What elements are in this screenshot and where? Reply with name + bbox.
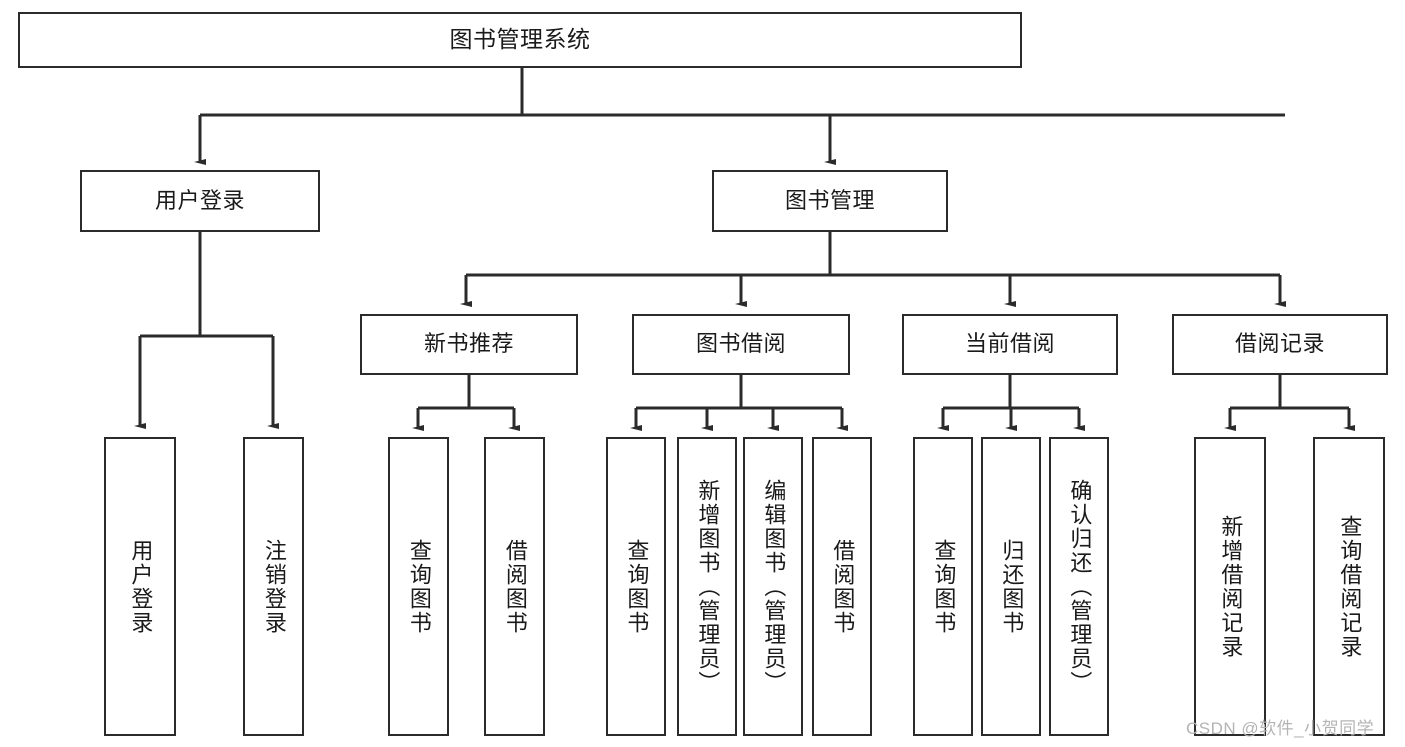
- node-label: 当前借阅: [964, 331, 1055, 357]
- leaf-current-confirm-return[interactable]: 确认归还（管理员）: [1049, 437, 1109, 736]
- leaf-new-book-query[interactable]: 查询图书: [388, 437, 449, 736]
- leaf-current-return-book[interactable]: 归还图书: [981, 437, 1041, 736]
- node-label: 借阅记录: [1234, 331, 1325, 357]
- node-label: 确认归还（管理员）: [1067, 478, 1093, 695]
- leaf-user-login-login[interactable]: 用户登录: [104, 437, 176, 736]
- node-user-login[interactable]: 用户登录: [80, 170, 320, 232]
- node-label: 图书管理系统: [449, 26, 591, 53]
- node-label: 查询图书: [931, 538, 957, 635]
- csdn-watermark: CSDN @软件_小贺同学: [1186, 719, 1375, 738]
- node-label: 用户登录: [128, 538, 154, 635]
- leaf-borrow-query-book[interactable]: 查询图书: [606, 437, 666, 736]
- node-label: 新增图书（管理员）: [695, 478, 721, 695]
- node-book-borrow[interactable]: 图书借阅: [632, 314, 850, 375]
- node-label: 用户登录: [154, 187, 245, 213]
- node-label: 借阅图书: [830, 538, 856, 635]
- node-label: 查询图书: [624, 538, 650, 635]
- node-label: 新增借阅记录: [1218, 514, 1244, 659]
- node-label: 注销登录: [261, 538, 287, 635]
- node-borrow-record[interactable]: 借阅记录: [1172, 314, 1388, 375]
- node-label: 查询借阅记录: [1337, 514, 1363, 659]
- node-book-management[interactable]: 图书管理: [712, 170, 948, 232]
- node-label: 归还图书: [999, 538, 1025, 635]
- node-label: 图书管理: [784, 187, 875, 213]
- leaf-record-query[interactable]: 查询借阅记录: [1313, 437, 1385, 736]
- node-label: 借阅图书: [502, 538, 528, 635]
- node-current-borrow[interactable]: 当前借阅: [902, 314, 1118, 375]
- node-new-book-recommend[interactable]: 新书推荐: [360, 314, 578, 375]
- leaf-record-add[interactable]: 新增借阅记录: [1194, 437, 1266, 736]
- leaf-user-login-logout[interactable]: 注销登录: [243, 437, 304, 736]
- node-label: 新书推荐: [423, 331, 514, 357]
- leaf-current-query-book[interactable]: 查询图书: [913, 437, 973, 736]
- node-label: 图书借阅: [695, 331, 786, 357]
- node-root-system[interactable]: 图书管理系统: [18, 12, 1022, 68]
- node-label: 查询图书: [406, 538, 432, 635]
- node-label: 编辑图书（管理员）: [761, 478, 787, 695]
- leaf-borrow-borrow-book[interactable]: 借阅图书: [812, 437, 872, 736]
- leaf-borrow-edit-book[interactable]: 编辑图书（管理员）: [743, 437, 803, 736]
- leaf-borrow-add-book[interactable]: 新增图书（管理员）: [677, 437, 737, 736]
- leaf-new-book-borrow[interactable]: 借阅图书: [484, 437, 545, 736]
